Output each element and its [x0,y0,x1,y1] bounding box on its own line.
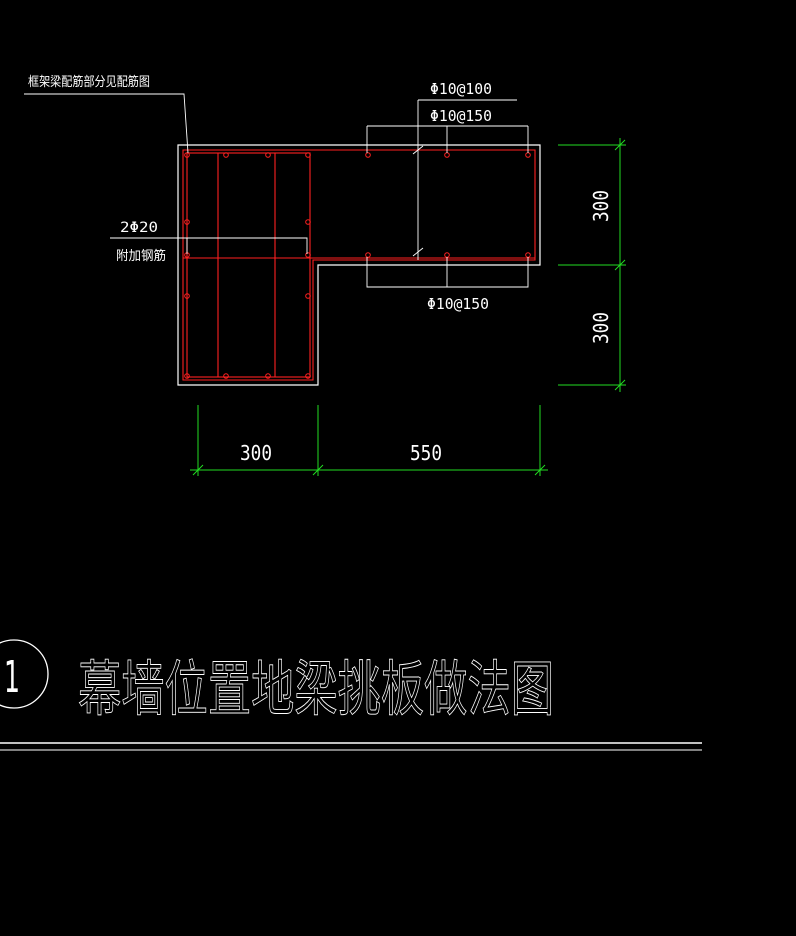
extra-bar-spec: 2Φ20 [120,220,158,236]
rebar-dot [305,373,311,379]
dim-tick [614,139,626,151]
dim-tick [312,464,324,476]
leader-frame-beam [24,93,189,154]
rebar-dot [184,293,190,299]
frame-beam-note: 框架梁配筋部分见配筋图 [28,74,150,90]
rebar-dot [223,152,229,158]
dim-tick [534,464,546,476]
beam-stirrup [186,152,311,378]
dim-width-left: 300 [240,441,272,465]
rebar-group [182,149,536,381]
rebar-dot [184,152,190,158]
leader-bottom [366,257,529,288]
rebar-dot [365,252,371,258]
rebar-dot [365,152,371,158]
dim-tick [614,259,626,271]
top-rebar-a-label: Φ10@100 [430,80,492,98]
rebar-dot [525,152,531,158]
leader-extra-bar-right [187,237,308,254]
extra-bar-name: 附加钢筋 [116,248,166,264]
rebar-dot [525,252,531,258]
dim-tick [614,379,626,391]
rebar-dot [444,152,450,158]
title-number: 1 [4,652,20,703]
rebar-dot [265,373,271,379]
section-outline [177,144,541,386]
rebar-dot [305,152,311,158]
rebar-dot [305,293,311,299]
leader-tick [412,247,424,257]
top-rebar-b-label: Φ10@150 [430,107,492,125]
rebar-dot [305,219,311,225]
rebar-dot [265,152,271,158]
title-number-circle [0,639,49,709]
drawing-title: 幕墙位置地梁挑板做法图 [78,655,554,725]
dim-tick [192,464,204,476]
rebar-dot [223,373,229,379]
dim-height-bottom: 300 [589,312,613,344]
rebar-dot [444,252,450,258]
rebar-dot [184,219,190,225]
dim-width-right: 550 [410,441,442,465]
leader-lines [24,93,529,288]
bottom-rebar-label: Φ10@150 [427,295,489,313]
leader-tick [412,145,424,155]
dim-height-top: 300 [589,190,613,222]
dimension-lines [190,138,626,476]
stirrup-l-shape [182,149,536,381]
rebar-dot [184,373,190,379]
rebar-dot [305,252,311,258]
